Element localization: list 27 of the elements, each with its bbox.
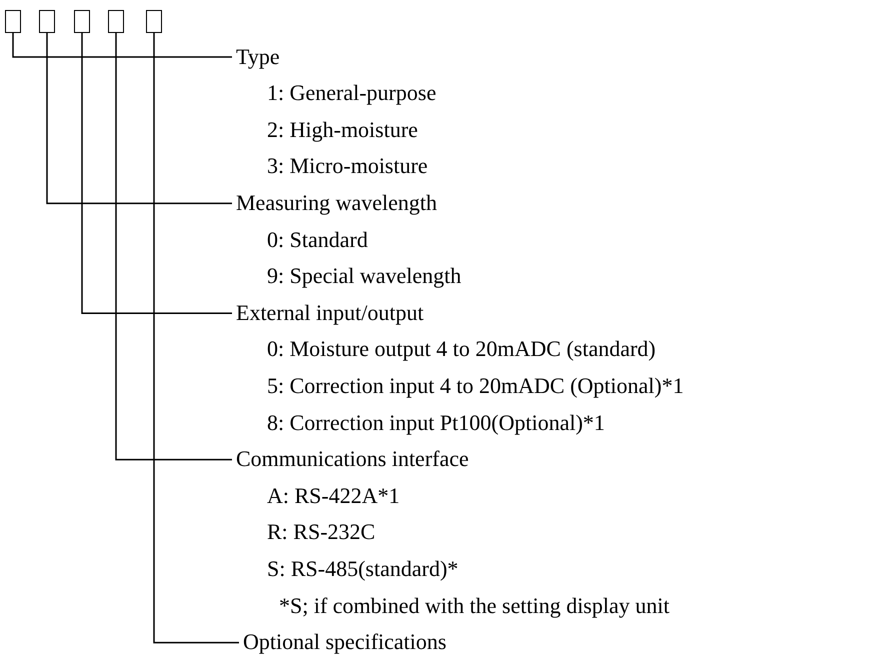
- option-text: 9: Special wavelength: [266, 262, 462, 290]
- option-text: S: RS-485(standard)*: [266, 555, 458, 584]
- option-text: A: RS-422A*1: [266, 482, 400, 510]
- code-digit-box: [146, 10, 162, 33]
- code-digit-box: [39, 10, 55, 33]
- leader-line: [115, 33, 232, 460]
- option-text: 2: High-moisture: [266, 116, 418, 144]
- option-text: *S; if combined with the setting display unit: [278, 592, 670, 620]
- leader-line: [81, 33, 232, 314]
- leader-line: [46, 33, 232, 204]
- code-field-heading: Measuring wavelength: [236, 189, 437, 218]
- code-field-heading: Type: [236, 42, 280, 71]
- code-field-heading: External input/output: [236, 298, 424, 327]
- code-digit-box: [74, 10, 90, 33]
- option-text: 1: General-purpose: [266, 79, 436, 108]
- code-digit-box: [108, 10, 124, 33]
- leader-line: [12, 33, 232, 58]
- option-text: 3: Micro-moisture: [266, 152, 428, 180]
- code-digit-box: [5, 10, 21, 33]
- option-text: 5: Correction input 4 to 20mADC (Optional)*1: [266, 372, 684, 400]
- option-text: R: RS-232C: [266, 518, 376, 546]
- option-text: 0: Moisture output 4 to 20mADC (standard): [266, 335, 656, 364]
- code-field-heading: Communications interface: [236, 445, 469, 474]
- option-text: 8: Correction input Pt100(Optional)*1: [266, 408, 605, 437]
- option-text: 0: Standard: [266, 226, 368, 254]
- leader-line: [153, 33, 239, 644]
- code-field-heading: Optional specifications: [243, 628, 446, 656]
